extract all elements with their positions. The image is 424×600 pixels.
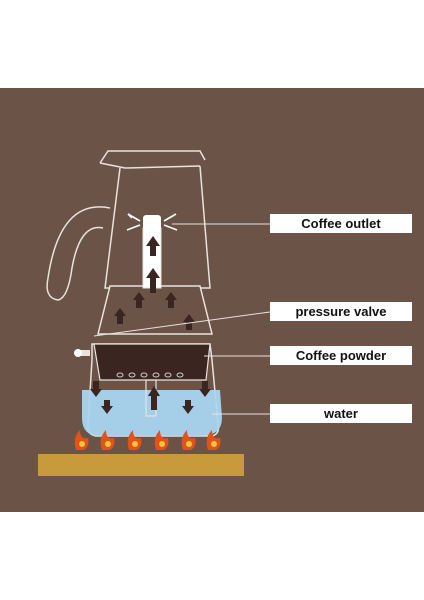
diagram-panel: Coffee outlet pressure valve Coffee powd… [0,88,424,512]
label-coffee-powder: Coffee powder [270,346,412,365]
label-pressure-valve: pressure valve [270,302,412,321]
filter-holes [116,372,184,378]
moka-pot-diagram [38,150,271,476]
arrow-up-icon [88,236,195,463]
steam-arrow-icon [126,213,178,231]
leader-lines [93,223,271,415]
outlet-cap [143,215,161,230]
flame-icon [74,430,221,450]
label-water: water [270,404,412,423]
label-coffee-outlet: Coffee outlet [270,214,412,233]
arrow-down-icon [90,381,211,414]
coffee-powder-basket [93,343,211,381]
stove-plate [38,454,244,476]
handle [46,206,111,301]
filter-funnel [97,285,213,335]
pressure-valve [74,349,90,357]
